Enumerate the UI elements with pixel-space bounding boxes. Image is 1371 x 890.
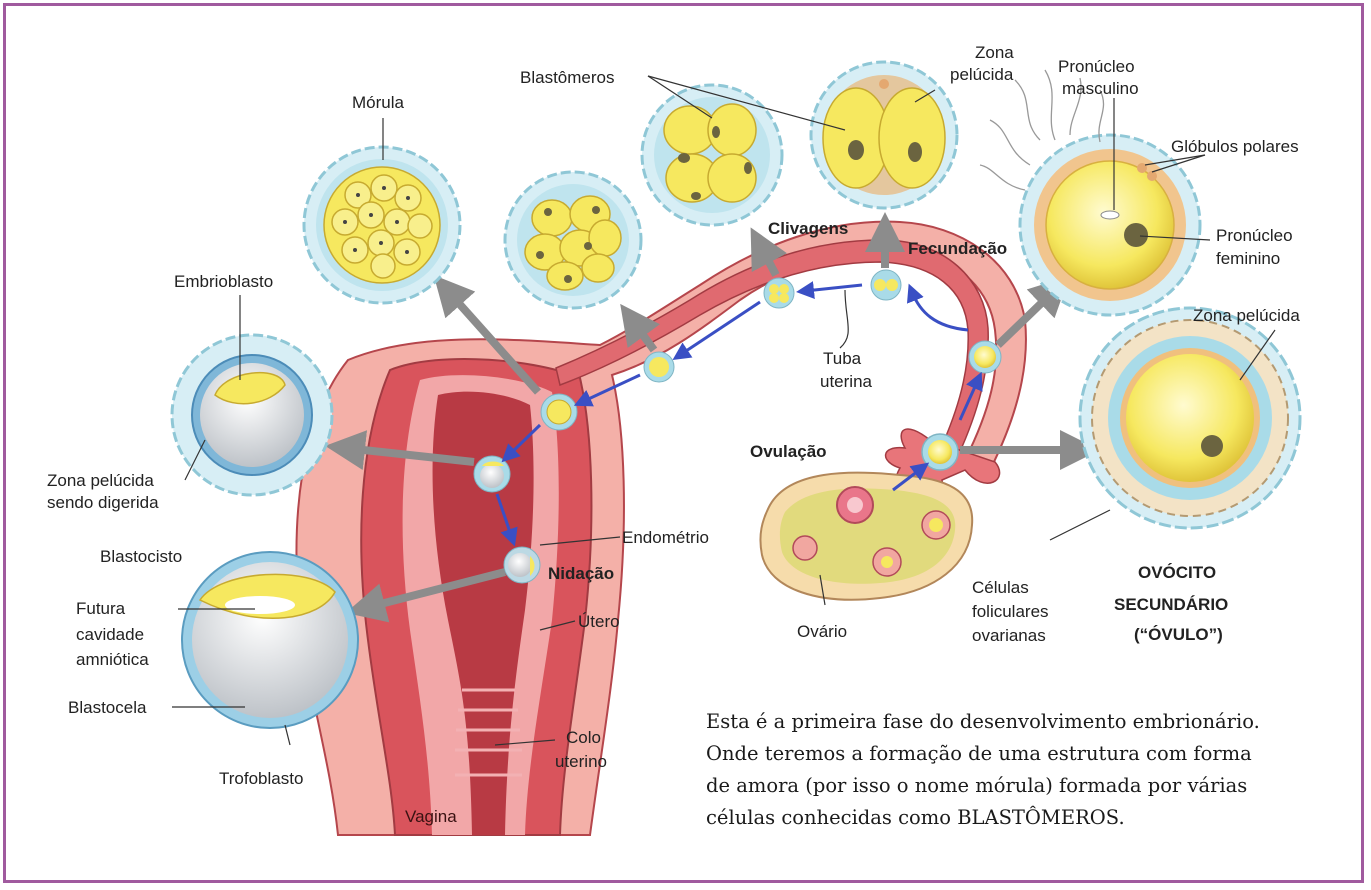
four-cell-enlarged — [642, 85, 782, 225]
caption-line: de amora (por isso o nome mórula) formad… — [706, 770, 1346, 802]
label-endometrio: Endométrio — [622, 528, 709, 547]
ovary — [760, 473, 972, 600]
caption-line: Onde teremos a formação de uma estrutura… — [706, 738, 1346, 770]
label-pronucleo-masculino-1: Pronúcleo — [1058, 57, 1135, 76]
label-futura-cavidade-2: cavidade — [76, 625, 144, 644]
label-pronucleo-feminino-1: Pronúcleo — [1216, 226, 1293, 245]
label-nidacao: Nidação — [548, 564, 614, 583]
label-celulas-foliculares-1: Células — [972, 578, 1029, 597]
caption-line: Esta é a primeira fase do desenvolviment… — [706, 706, 1346, 738]
caption-line: células conhecidas como BLASTÔMEROS. — [706, 802, 1346, 834]
label-vagina: Vagina — [405, 807, 457, 826]
morula-enlarged — [304, 147, 460, 303]
label-ovario: Ovário — [797, 622, 847, 641]
label-clivagens: Clivagens — [768, 219, 848, 238]
label-embrioblasto: Embrioblasto — [174, 272, 273, 291]
label-blastocisto: Blastocisto — [100, 547, 182, 566]
fertilization-enlarged — [980, 70, 1200, 315]
blastocyst-implanting-enlarged — [182, 552, 358, 728]
label-colo-uterino-2: uterino — [555, 752, 607, 771]
caption-text: Esta é a primeira fase do desenvolviment… — [706, 706, 1346, 834]
label-zona-pelucida-right: Zona pelúcida — [1193, 306, 1300, 325]
label-celulas-foliculares-3: ovarianas — [972, 626, 1046, 645]
label-pronucleo-masculino-2: masculino — [1062, 79, 1139, 98]
two-cell-enlarged — [811, 62, 957, 208]
eight-cell-enlarged — [505, 172, 641, 308]
label-zona-pelucida-top-1: Zona — [975, 43, 1014, 62]
label-zona-pelucida-top-2: pelúcida — [950, 65, 1014, 84]
label-futura-cavidade-1: Futura — [76, 599, 126, 618]
label-colo-uterino-1: Colo — [566, 728, 601, 747]
label-blastomeros: Blastômeros — [520, 68, 614, 87]
label-tuba-uterina-1: Tuba — [823, 349, 862, 368]
label-ovocito-2: SECUNDÁRIO — [1114, 595, 1228, 614]
label-ovocito-3: (“ÓVULO”) — [1134, 625, 1223, 644]
label-ovulacao: Ovulação — [750, 442, 827, 461]
blastocyst-hatching-enlarged — [172, 335, 332, 495]
label-futura-cavidade-3: amniótica — [76, 650, 149, 669]
label-tuba-uterina-2: uterina — [820, 372, 873, 391]
label-utero: Útero — [578, 612, 620, 631]
label-morula: Mórula — [352, 93, 405, 112]
label-zona-digerida-1: Zona pelúcida — [47, 471, 154, 490]
label-celulas-foliculares-2: foliculares — [972, 602, 1049, 621]
label-zona-digerida-2: sendo digerida — [47, 493, 159, 512]
label-fecundacao: Fecundação — [908, 239, 1007, 258]
label-globulos-polares: Glóbulos polares — [1171, 137, 1299, 156]
label-pronucleo-feminino-2: feminino — [1216, 249, 1280, 268]
label-blastocela: Blastocela — [68, 698, 147, 717]
label-ovocito-1: OVÓCITO — [1138, 563, 1216, 582]
label-trofoblasto: Trofoblasto — [219, 769, 303, 788]
